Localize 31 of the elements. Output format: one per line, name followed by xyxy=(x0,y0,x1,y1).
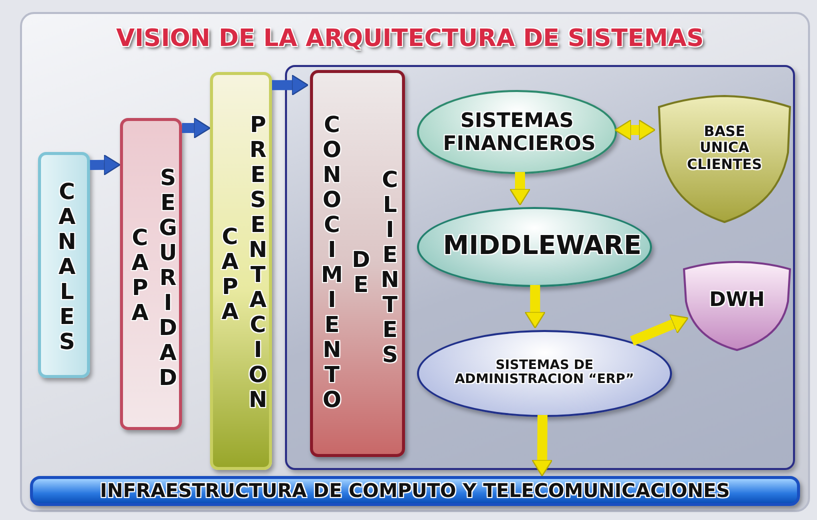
shield-node xyxy=(682,260,792,352)
arrow xyxy=(272,74,309,96)
layer-bar xyxy=(310,70,405,457)
layer-bar xyxy=(38,152,90,378)
layer-bar xyxy=(210,72,272,470)
node-label: SISTEMAS DE ADMINISTRACION “ERP” xyxy=(454,358,636,388)
node-label: BASE UNICA CLIENTES xyxy=(686,123,763,174)
vertical-label: CONOCIMIENTO xyxy=(321,113,343,413)
vertical-label: CLIENTES xyxy=(380,168,400,368)
node-label: SISTEMAS FINANCIEROS xyxy=(442,109,597,155)
diagram-title: VISION DE LA ARQUITECTURA DE SISTEMAS xyxy=(115,24,705,52)
node-label: INFRAESTRUCTURA DE COMPUTO Y TELECOMUNICACIONES xyxy=(99,480,731,502)
vertical-label: CAPA xyxy=(130,226,150,326)
arrow xyxy=(509,172,531,206)
arrow xyxy=(532,414,553,477)
vertical-label: DE xyxy=(350,248,372,298)
container-panel xyxy=(285,65,795,470)
arrow xyxy=(524,285,546,329)
vertical-label: CANALES xyxy=(56,180,78,355)
layer-bar xyxy=(120,118,182,430)
infrastructure-bar xyxy=(30,476,800,506)
arrow xyxy=(182,117,211,139)
arrow xyxy=(630,314,689,346)
node-label: MIDDLEWARE xyxy=(442,232,642,262)
vertical-label: PRESENTACION xyxy=(248,113,268,413)
vertical-label: SEGURIDAD xyxy=(158,166,178,391)
shield-node xyxy=(657,94,792,224)
arrow xyxy=(90,154,121,176)
arrow xyxy=(614,119,656,141)
node-label: DWH xyxy=(708,286,766,311)
vertical-label: CAPA xyxy=(220,225,240,325)
